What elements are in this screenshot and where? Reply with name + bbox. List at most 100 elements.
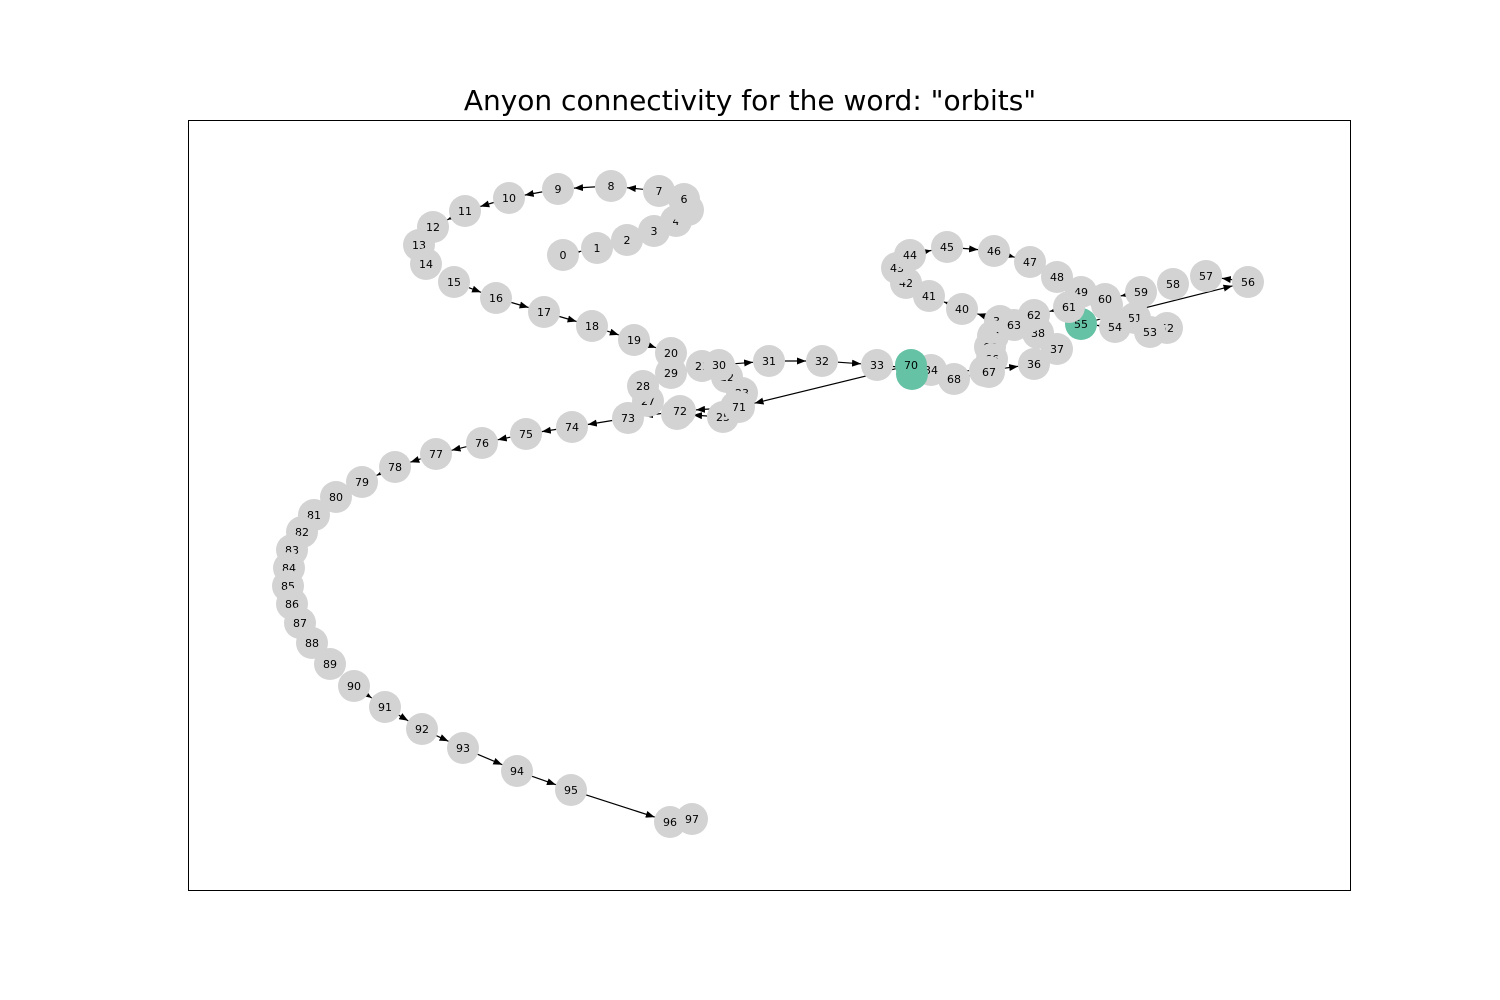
- node-73: 73: [612, 402, 644, 434]
- node-28: 28: [627, 370, 659, 402]
- node-label-67: 67: [982, 366, 996, 379]
- node-circle-76: [466, 427, 498, 459]
- edge-17-18: [559, 315, 577, 323]
- node-56: 56: [1232, 266, 1264, 298]
- node-circle-30: [703, 349, 735, 381]
- node-circle-14: [410, 248, 442, 280]
- edge-15-16: [468, 285, 482, 293]
- node-29: 29: [655, 357, 687, 389]
- node-circle-6: [668, 183, 700, 215]
- node-95: 95: [555, 774, 587, 806]
- node-label-33: 33: [870, 359, 884, 372]
- node-label-93: 93: [456, 742, 470, 755]
- edge-0-1: [571, 249, 582, 257]
- node-label-12: 12: [426, 221, 440, 234]
- node-circle-58: [1157, 268, 1189, 300]
- node-label-54: 54: [1108, 321, 1122, 334]
- node-78: 78: [379, 451, 411, 483]
- node-58: 58: [1157, 268, 1189, 300]
- node-71: 71: [723, 391, 755, 423]
- edge-9-10: [524, 190, 543, 197]
- node-36: 36: [1018, 348, 1050, 380]
- edges-layer: [362, 184, 1233, 818]
- node-18: 18: [576, 310, 608, 342]
- edge-74-75: [541, 426, 557, 434]
- node-label-20: 20: [664, 347, 678, 360]
- node-circle-15: [438, 266, 470, 298]
- edge-44-45: [921, 248, 932, 256]
- edge-45-46: [962, 245, 979, 253]
- node-46: 46: [978, 235, 1010, 267]
- edge-11-12: [447, 212, 457, 221]
- node-7: 7: [643, 175, 675, 207]
- node-circle-16: [480, 282, 512, 314]
- node-76: 76: [466, 427, 498, 459]
- node-circle-9: [542, 173, 574, 205]
- edge-32-33: [837, 359, 862, 367]
- node-circle-54: [1099, 311, 1131, 343]
- chart-title: Anyon connectivity for the word: "orbits…: [463, 84, 1037, 117]
- node-circle-18: [576, 310, 608, 342]
- node-label-70: 70: [904, 359, 918, 372]
- node-label-68: 68: [947, 373, 961, 386]
- edge-91-92: [398, 713, 409, 722]
- node-label-4: 4: [673, 215, 680, 228]
- node-circle-19: [618, 324, 650, 356]
- node-68: 68: [938, 363, 970, 395]
- edge-16-17: [511, 301, 529, 309]
- node-circle-70: [895, 349, 927, 381]
- node-circle-88: [296, 627, 328, 659]
- node-circle-33: [861, 349, 893, 381]
- node-1: 1: [581, 232, 613, 264]
- node-label-74: 74: [565, 421, 579, 434]
- edge-59-60: [1120, 290, 1131, 298]
- node-40: 40: [946, 293, 978, 325]
- node-circle-11: [449, 195, 481, 227]
- node-8: 8: [595, 170, 627, 202]
- node-6: 6: [668, 183, 700, 215]
- node-circle-59: [1125, 276, 1157, 308]
- edge-78-79: [376, 468, 387, 476]
- node-circle-56: [1232, 266, 1264, 298]
- node-label-97: 97: [685, 813, 699, 826]
- node-30: 30: [703, 349, 735, 381]
- node-label-60: 60: [1098, 293, 1112, 306]
- node-label-19: 19: [627, 334, 641, 347]
- node-54: 54: [1099, 311, 1131, 343]
- node-label-3: 3: [651, 225, 658, 238]
- node-75: 75: [510, 418, 542, 450]
- node-circle-72: [664, 395, 696, 427]
- node-label-62: 62: [1027, 309, 1041, 322]
- node-circle-53: [1134, 316, 1166, 348]
- node-label-48: 48: [1050, 271, 1064, 284]
- node-circle-40: [946, 293, 978, 325]
- edge-10-11: [480, 200, 494, 208]
- node-circle-1: [581, 232, 613, 264]
- node-label-63: 63: [1007, 319, 1021, 332]
- node-label-45: 45: [940, 241, 954, 254]
- node-circle-68: [938, 363, 970, 395]
- node-label-44: 44: [903, 249, 917, 262]
- node-77: 77: [420, 438, 452, 470]
- node-label-76: 76: [475, 437, 489, 450]
- node-label-29: 29: [664, 367, 678, 380]
- node-33: 33: [861, 349, 893, 381]
- edge-7-8: [626, 185, 644, 193]
- node-74: 74: [556, 411, 588, 443]
- node-94: 94: [501, 755, 533, 787]
- node-label-72: 72: [673, 405, 687, 418]
- node-label-0: 0: [560, 249, 567, 262]
- node-label-8: 8: [608, 180, 615, 193]
- edge-92-93: [436, 734, 449, 742]
- edge-40-41: [943, 301, 954, 309]
- node-10: 10: [493, 182, 525, 214]
- edge-75-76: [497, 434, 511, 442]
- edge-46-47: [1005, 251, 1015, 259]
- node-circle-93: [447, 732, 479, 764]
- node-circle-47: [1014, 246, 1046, 278]
- node-label-41: 41: [922, 290, 936, 303]
- node-label-77: 77: [429, 448, 443, 461]
- node-circle-75: [510, 418, 542, 450]
- node-label-91: 91: [378, 701, 392, 714]
- node-label-94: 94: [510, 765, 524, 778]
